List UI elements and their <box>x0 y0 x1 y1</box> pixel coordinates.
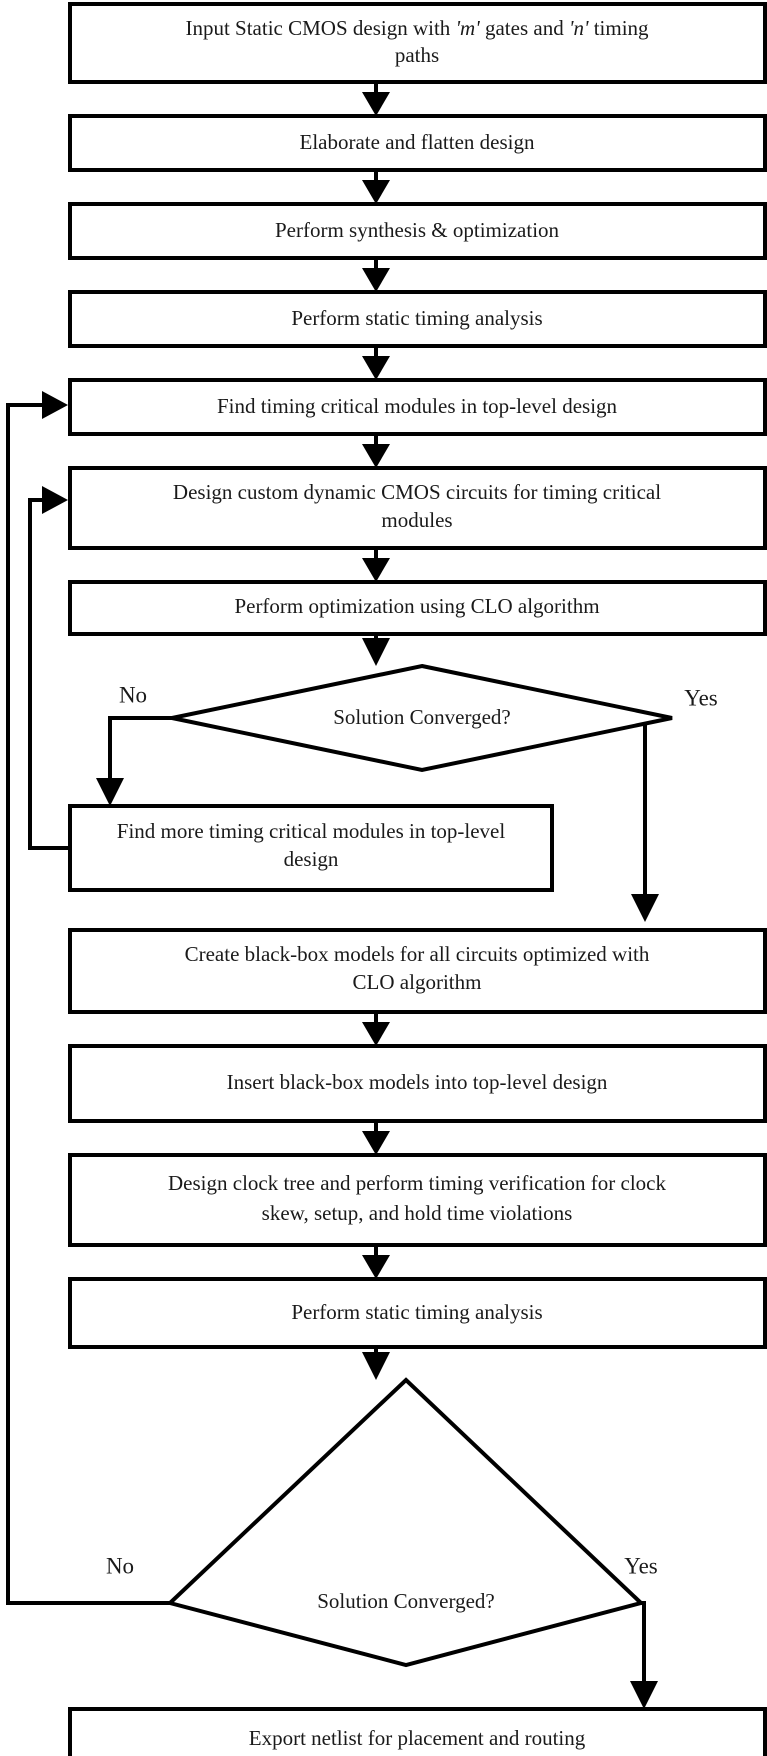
node-create-black-box[interactable]: Create black-box models for all circuits… <box>68 928 767 1014</box>
branch-label-decision2-yes: Yes <box>624 1553 658 1578</box>
node-find-more-critical-modules-line-0: Find more timing critical modules in top… <box>117 819 506 843</box>
node-input-design[interactable]: Input Static CMOS design with 'm' gates … <box>68 2 767 84</box>
node-solution-converged-2-label: Solution Converged? <box>317 1589 495 1613</box>
branch-label-decision2-no: No <box>106 1553 134 1578</box>
node-find-critical-modules-label: Find timing critical modules in top-leve… <box>217 394 618 418</box>
connector-input-to-elaborate <box>362 82 390 116</box>
node-insert-black-box[interactable]: Insert black-box models into top-level d… <box>68 1044 767 1123</box>
node-clo-optimization[interactable]: Perform optimization using CLO algorithm <box>68 580 767 636</box>
node-static-timing-analysis-2-label: Perform static timing analysis <box>291 1300 542 1324</box>
node-elaborate-flatten[interactable]: Elaborate and flatten design <box>68 114 767 172</box>
node-design-custom-dynamic-line-0: Design custom dynamic CMOS circuits for … <box>173 480 661 504</box>
connector-decision1-yes <box>631 716 672 922</box>
node-solution-converged-1-label: Solution Converged? <box>333 705 511 729</box>
node-design-clock-tree[interactable]: Design clock tree and perform timing ver… <box>68 1153 767 1247</box>
node-input-design-line-1: paths <box>395 43 439 67</box>
node-insert-black-box-label: Insert black-box models into top-level d… <box>227 1070 608 1094</box>
connector-clo-to-decision1 <box>362 634 390 666</box>
node-static-timing-analysis-1-label: Perform static timing analysis <box>291 306 542 330</box>
connector-decision2-yes <box>630 1601 658 1709</box>
node-export-netlist-label: Export netlist for placement and routing <box>249 1726 586 1750</box>
node-synthesis-optimization-label: Perform synthesis & optimization <box>275 218 560 242</box>
node-solution-converged-2[interactable]: Solution Converged? <box>166 1377 645 1668</box>
connector-decision1-no <box>96 716 172 806</box>
node-elaborate-flatten-label: Elaborate and flatten design <box>300 130 535 154</box>
node-find-more-critical-modules[interactable]: Find more timing critical modules in top… <box>68 804 554 892</box>
node-design-clock-tree-line-0: Design clock tree and perform timing ver… <box>168 1171 666 1195</box>
connector-sta2-to-decision2 <box>362 1347 390 1380</box>
connector-feedback-inner <box>28 486 70 850</box>
svg-text:Input Static CMOS design with: Input Static CMOS design with 'm' gates … <box>185 16 649 40</box>
node-solution-converged-1[interactable]: Solution Converged? <box>171 663 673 773</box>
connector-synthesis-to-sta1 <box>362 258 390 292</box>
connector-design-custom-to-clo <box>362 548 390 582</box>
node-create-black-box-line-1: CLO algorithm <box>353 970 482 994</box>
connector-feedback-outer <box>6 391 170 1605</box>
node-design-custom-dynamic-line-1: modules <box>381 508 452 532</box>
node-find-more-critical-modules-line-1: design <box>284 847 339 871</box>
connector-clocktree-to-sta2 <box>362 1245 390 1279</box>
connector-createbb-to-insertbb <box>362 1012 390 1046</box>
node-export-netlist[interactable]: Export netlist for placement and routing <box>68 1707 767 1756</box>
node-synthesis-optimization[interactable]: Perform synthesis & optimization <box>68 202 767 260</box>
node-create-black-box-line-0: Create black-box models for all circuits… <box>185 942 650 966</box>
node-find-critical-modules[interactable]: Find timing critical modules in top-leve… <box>68 378 767 436</box>
branch-label-decision1-no: No <box>119 682 147 707</box>
node-clo-optimization-label: Perform optimization using CLO algorithm <box>234 594 599 618</box>
node-design-clock-tree-line-1: skew, setup, and hold time violations <box>262 1201 573 1225</box>
connector-insertbb-to-clocktree <box>362 1121 390 1155</box>
node-static-timing-analysis-2[interactable]: Perform static timing analysis <box>68 1277 767 1349</box>
node-design-custom-dynamic[interactable]: Design custom dynamic CMOS circuits for … <box>68 466 767 550</box>
connector-elaborate-to-synthesis <box>362 170 390 204</box>
connector-sta1-to-find-critical <box>362 346 390 380</box>
node-static-timing-analysis-1[interactable]: Perform static timing analysis <box>68 290 767 348</box>
branch-label-decision1-yes: Yes <box>684 685 718 710</box>
connector-find-critical-to-design-custom <box>362 434 390 468</box>
